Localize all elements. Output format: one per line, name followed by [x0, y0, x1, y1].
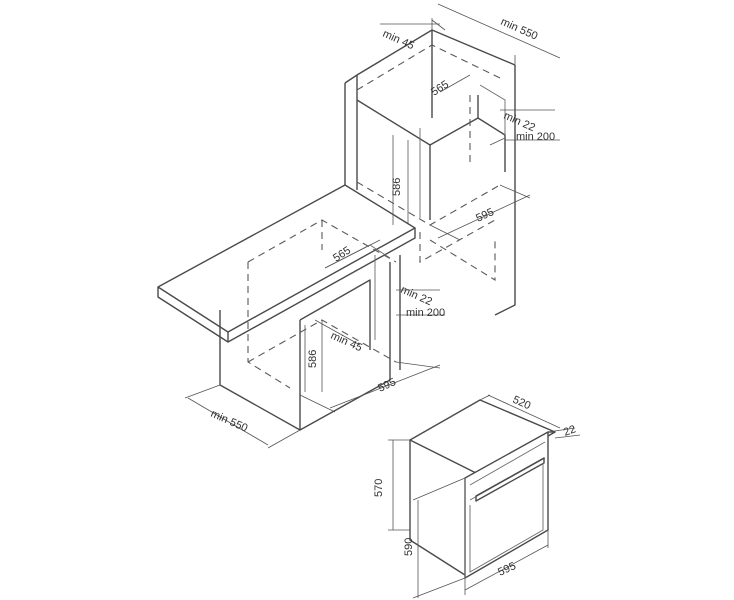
oven-appliance — [409, 399, 556, 579]
label-base-min-550: min 550 — [209, 408, 250, 435]
base-front — [219, 310, 391, 431]
tall-right-edge — [494, 65, 516, 316]
base-niche — [299, 279, 371, 350]
label-top-min-550: min 550 — [499, 16, 540, 43]
label-top-min-45: min 45 — [381, 28, 416, 52]
label-base-min-22: min 22 — [399, 284, 434, 308]
tall-top-edge — [344, 29, 516, 84]
label-base-586: 586 — [307, 350, 319, 368]
label-oven-520: 520 — [511, 394, 533, 412]
label-oven-570: 570 — [373, 479, 385, 497]
dimension-lines — [184, 3, 581, 599]
oven-door-handle — [475, 457, 545, 502]
tall-niche-right — [479, 84, 506, 135]
label-base-min-200: min 200 — [406, 307, 445, 319]
tall-lower-hidden — [419, 219, 496, 263]
label-oven-22: 22 — [562, 423, 578, 438]
oven-left-side — [409, 440, 466, 576]
tall-column-cabinet — [344, 29, 516, 316]
tall-lower-hidden-2 — [429, 239, 496, 281]
tall-niche-top — [429, 117, 506, 172]
base-cabinet — [157, 184, 416, 431]
label-top-586: 586 — [391, 178, 403, 196]
oven-control-strip — [469, 441, 546, 486]
label-top-min-200: min 200 — [516, 131, 555, 143]
label-oven-590: 590 — [403, 538, 415, 556]
oven-door-glass — [469, 463, 544, 573]
label-base-595: 595 — [376, 376, 398, 395]
tall-top-hidden — [356, 44, 501, 91]
